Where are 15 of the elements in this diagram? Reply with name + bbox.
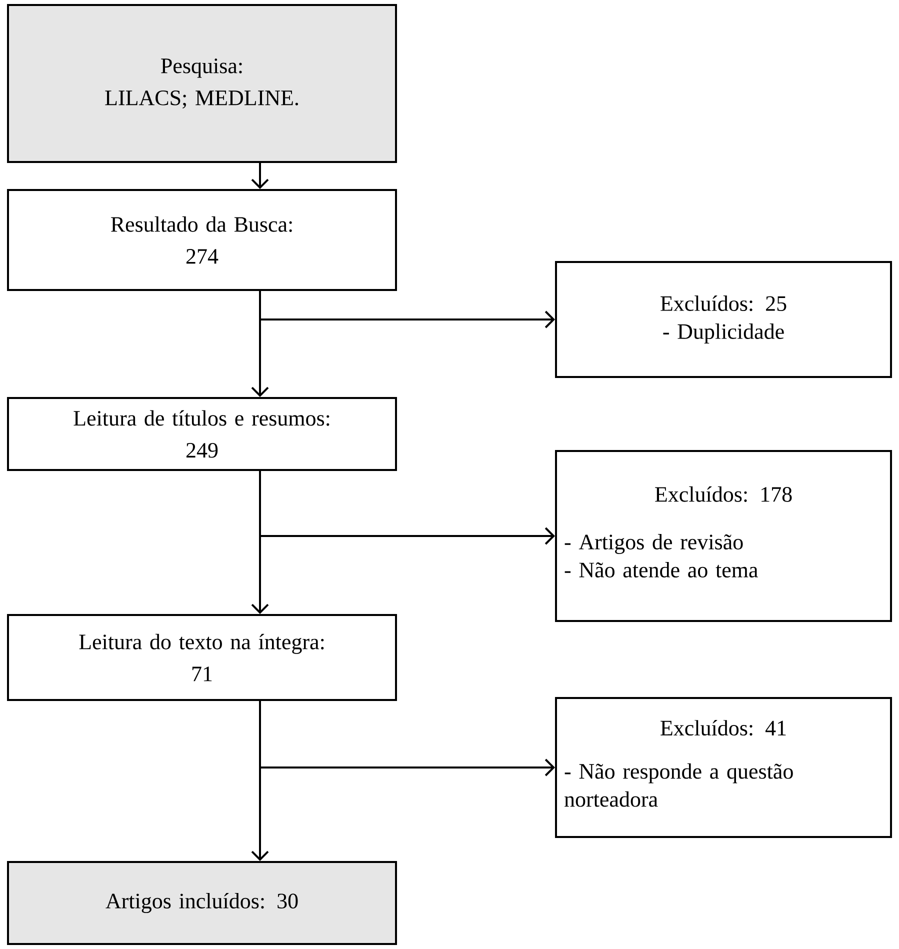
arrow <box>251 471 269 614</box>
exclusion-box: Excluídos: 41 - Não responde a questão norteadora <box>555 697 892 838</box>
arrow <box>251 701 269 861</box>
exclusion-box: Excluídos: 178 - Artigos de revisão - Não atende ao tema <box>555 450 892 622</box>
result-box: Artigos incluídos: 30 <box>7 861 397 945</box>
process-box: Resultado da Busca: 274 <box>7 189 397 291</box>
result-box: Pesquisa: LILACS; MEDLINE. <box>7 4 397 163</box>
process-box: Leitura de títulos e resumos: 249 <box>7 397 397 471</box>
arrow <box>260 758 555 776</box>
arrow <box>251 163 269 189</box>
arrow <box>260 310 555 328</box>
arrow <box>260 527 555 545</box>
exclusion-box: Excluídos: 25 - Duplicidade <box>555 261 892 378</box>
arrow <box>251 291 269 397</box>
process-box: Leitura do texto na íntegra: 71 <box>7 614 397 701</box>
